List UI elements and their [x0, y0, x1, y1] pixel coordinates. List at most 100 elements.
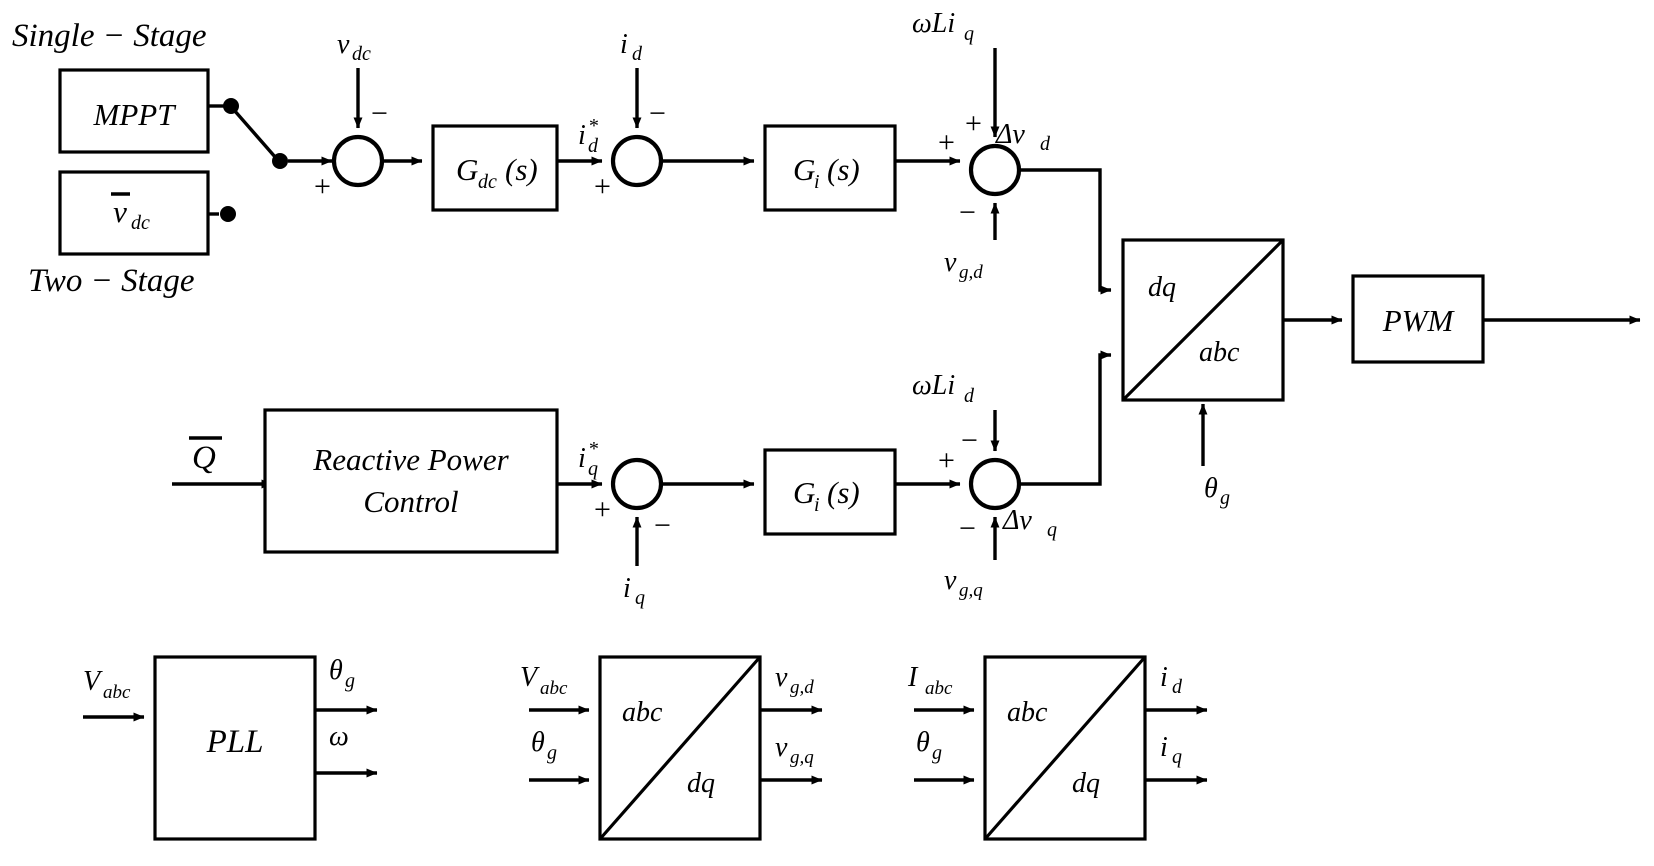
sign-minus-sum2: −: [649, 97, 666, 130]
sign-minus-sum4: −: [654, 509, 671, 542]
signal-iq-output: i q: [1145, 732, 1208, 785]
sign-plus-sum1: +: [314, 170, 331, 203]
signal-omega-from-pll: ω: [315, 721, 378, 778]
block-current-transform-lower-label: dq: [1072, 768, 1100, 799]
sign-plus-left-sum5: +: [938, 444, 955, 477]
svg-text:(s): (s): [827, 475, 860, 510]
svg-text:θ: θ: [916, 727, 930, 758]
signal-iq-reference: i q *: [578, 438, 598, 480]
svg-text:g: g: [345, 670, 355, 692]
svg-text:g,d: g,d: [790, 677, 814, 698]
svg-text:*: *: [588, 438, 598, 460]
svg-text:ω: ω: [329, 721, 349, 752]
block-voltage-transform-upper-label: abc: [622, 697, 663, 728]
block-vdc-reference-label: v dc: [111, 192, 150, 234]
signal-vgq: v g,q: [944, 516, 1000, 601]
sign-plus-sum4: +: [594, 493, 611, 526]
svg-text:G: G: [793, 475, 815, 510]
svg-text:g,q: g,q: [959, 580, 983, 601]
svg-text:g,q: g,q: [790, 747, 814, 768]
svg-text:*: *: [588, 115, 598, 137]
signal-id-feedback: i d: [620, 29, 643, 129]
block-rpc-label-line2: Control: [363, 484, 458, 519]
block-current-transform-upper-label: abc: [1007, 697, 1048, 728]
block-pll-label: PLL: [206, 724, 264, 760]
svg-text:v: v: [944, 247, 957, 278]
signal-id-output: i d: [1145, 662, 1208, 715]
sum-q-current-error[interactable]: [610, 457, 664, 511]
block-dq-to-abc-lower-label: abc: [1199, 337, 1240, 368]
svg-text:q: q: [1172, 746, 1182, 768]
svg-text:θ: θ: [531, 727, 545, 758]
svg-text:v: v: [775, 732, 788, 763]
stage-selector-switch[interactable]: [208, 98, 288, 222]
svg-text:abc: abc: [540, 678, 568, 699]
sum-d-voltage[interactable]: [968, 143, 1022, 197]
block-pll[interactable]: [153, 655, 317, 841]
block-vdc-reference[interactable]: [58, 170, 210, 256]
block-gdc[interactable]: [431, 124, 559, 212]
signal-delta-vd: Δv d: [995, 119, 1051, 155]
signal-iabc-to-current-transform: I abc: [907, 662, 975, 715]
svg-text:ωLi: ωLi: [912, 8, 955, 39]
svg-text:i: i: [814, 171, 820, 193]
signal-vgq-output: v g,q: [760, 732, 823, 785]
signal-vgd-output: v g,d: [760, 662, 823, 715]
svg-text:v: v: [113, 194, 127, 229]
svg-text:q: q: [635, 587, 645, 609]
svg-text:V: V: [83, 666, 103, 697]
signal-q-reference: Q: [172, 436, 273, 489]
block-gi-q[interactable]: [763, 448, 897, 536]
svg-text:d: d: [588, 135, 599, 157]
signal-vabc-to-pll: V abc: [83, 666, 145, 722]
block-voltage-transform-diagonal: [598, 655, 762, 841]
signal-delta-vq: Δv q: [1002, 505, 1057, 541]
sum-d-current-error[interactable]: [610, 134, 664, 188]
sign-minus-bottom-sum3: −: [959, 196, 976, 229]
svg-text:θ: θ: [1204, 473, 1218, 504]
switch-pole-vdc[interactable]: [220, 206, 236, 222]
signal-vabc-to-voltage-transform: V abc: [520, 662, 590, 715]
svg-text:Δv: Δv: [995, 119, 1025, 150]
block-mppt[interactable]: [58, 68, 210, 154]
signal-theta-g-to-transform: θ g: [1198, 403, 1230, 509]
block-gi-d[interactable]: [763, 124, 897, 212]
svg-text:i: i: [578, 443, 586, 474]
svg-text:i: i: [578, 120, 586, 151]
signal-id-reference: i d *: [578, 115, 599, 157]
annotation-single-stage: Single − Stage: [12, 18, 207, 54]
switch-blade[interactable]: [232, 108, 278, 160]
wire-delta-vd-to-transform: [1019, 168, 1112, 295]
svg-text:g: g: [932, 742, 942, 764]
block-mppt-label: MPPT: [93, 97, 178, 132]
block-gdc-label: G dc (s): [456, 152, 538, 193]
block-dq-to-abc-upper-label: dq: [1148, 272, 1176, 303]
sign-plus-top-sum3: +: [965, 107, 982, 140]
svg-text:V: V: [520, 662, 540, 693]
svg-text:g,d: g,d: [959, 262, 983, 283]
svg-text:q: q: [964, 23, 974, 45]
signal-theta-g-from-pll: θ g: [315, 655, 378, 715]
svg-text:I: I: [907, 662, 919, 693]
svg-text:i: i: [1160, 732, 1168, 763]
block-pwm-label: PWM: [1382, 303, 1456, 338]
block-reactive-power-control[interactable]: [263, 408, 559, 554]
block-current-transform-diagonal: [983, 655, 1147, 841]
svg-text:abc: abc: [103, 682, 131, 703]
svg-text:θ: θ: [329, 655, 343, 686]
switch-pole-common[interactable]: [272, 153, 288, 169]
signal-thetag-to-voltage-transform: θ g: [529, 727, 590, 785]
svg-text:q: q: [588, 458, 598, 480]
svg-text:Q: Q: [192, 440, 216, 476]
svg-text:d: d: [632, 43, 643, 65]
wire-delta-vq-to-transform: [1019, 350, 1112, 486]
sign-minus-bottom-sum5: −: [959, 512, 976, 545]
svg-text:g: g: [1220, 487, 1230, 509]
signal-omega-l-id: ωLi d: [912, 370, 1000, 452]
sum-dc-voltage-error[interactable]: [331, 134, 385, 188]
sum-q-voltage[interactable]: [968, 457, 1022, 511]
svg-text:G: G: [793, 152, 815, 187]
svg-text:v: v: [337, 29, 350, 60]
block-rpc-label-line1: Reactive Power: [312, 442, 509, 477]
